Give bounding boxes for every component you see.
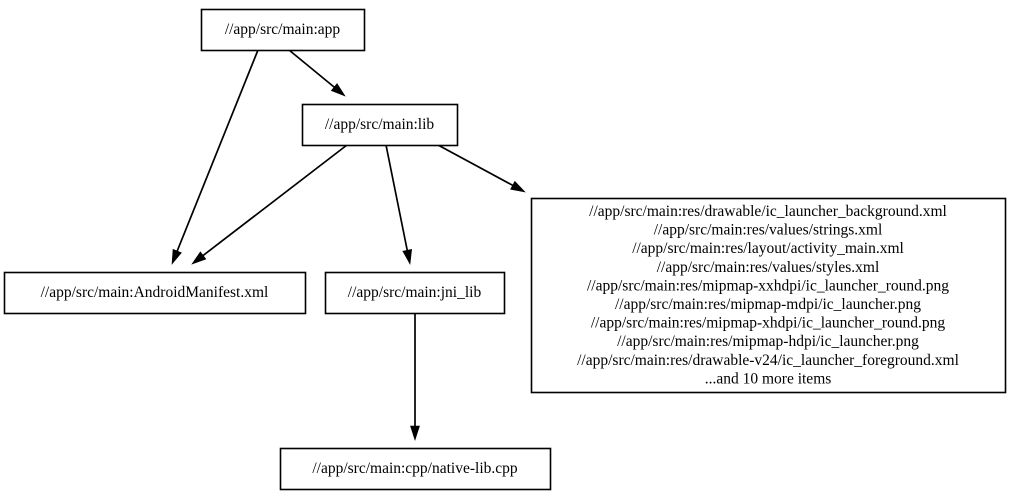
node-jni-lib[interactable]: //app/src/main:jni_lib	[324, 271, 506, 315]
edge-lib-to-androidmanifest-line	[201, 144, 348, 258]
node-resources-group-label-line-6: //app/src/main:res/mipmap-xhdpi/ic_launc…	[591, 315, 946, 332]
edge-lib-to-jni-lib	[385, 144, 412, 265]
node-resources-group-label-line-5: //app/src/main:res/mipmap-mdpi/ic_launch…	[615, 296, 921, 313]
edge-app-to-lib-line	[288, 49, 337, 90]
edge-lib-to-resources	[437, 144, 526, 193]
node-lib-box[interactable]	[301, 103, 459, 147]
node-resources-group-box[interactable]	[530, 197, 1007, 394]
edge-app-to-androidmanifest-arrowhead	[171, 248, 182, 265]
node-resources-group-label-line-4: //app/src/main:res/mipmap-xxhdpi/ic_laun…	[587, 277, 949, 294]
node-resources-group-label-line-8: //app/src/main:res/drawable-v24/ic_launc…	[577, 352, 959, 369]
edges-layer	[171, 49, 526, 441]
node-native-lib-cpp-box[interactable]	[279, 447, 552, 491]
node-resources-group[interactable]: //app/src/main:res/drawable/ic_launcher_…	[530, 197, 1007, 394]
edge-lib-to-jni-lib-line	[385, 144, 409, 253]
node-native-lib-cpp[interactable]: //app/src/main:cpp/native-lib.cpp	[279, 447, 552, 491]
edge-app-to-lib-arrowhead	[330, 83, 346, 97]
node-resources-group-label-line-0: //app/src/main:res/drawable/ic_launcher_…	[589, 203, 947, 220]
edge-app-to-androidmanifest	[171, 49, 259, 265]
edge-jni-lib-to-native-lib-cpp-arrowhead	[410, 425, 420, 441]
edge-lib-to-jni-lib-arrowhead	[402, 249, 412, 265]
node-resources-group-label-line-3: //app/src/main:res/values/styles.xml	[657, 259, 880, 276]
node-app[interactable]: //app/src/main:app	[200, 8, 366, 52]
edge-lib-to-androidmanifest-arrowhead	[191, 251, 207, 265]
node-jni-lib-label-line-0: //app/src/main:jni_lib	[348, 284, 482, 301]
node-lib-label-line-0: //app/src/main:lib	[325, 116, 435, 133]
edge-jni-lib-to-native-lib-cpp	[410, 313, 420, 441]
node-app-label-line-0: //app/src/main:app	[225, 21, 341, 38]
node-jni-lib-box[interactable]	[324, 271, 506, 315]
node-androidmanifest[interactable]: //app/src/main:AndroidManifest.xml	[3, 271, 307, 315]
edge-lib-to-resources-arrowhead	[510, 180, 526, 193]
node-androidmanifest-box[interactable]	[3, 271, 307, 315]
edge-app-to-lib	[288, 49, 346, 97]
node-resources-group-label-line-1: //app/src/main:res/values/strings.xml	[654, 222, 883, 239]
edge-lib-to-androidmanifest	[191, 144, 348, 265]
node-resources-group-label-line-2: //app/src/main:res/layout/activity_main.…	[632, 240, 904, 257]
node-native-lib-cpp-label-line-0: //app/src/main:cpp/native-lib.cpp	[312, 460, 518, 477]
node-lib[interactable]: //app/src/main:lib	[301, 103, 459, 147]
node-resources-group-label-line-9: ...and 10 more items	[705, 370, 832, 387]
edge-lib-to-resources-line	[437, 144, 515, 188]
edge-app-to-androidmanifest-line	[175, 49, 259, 254]
nodes-layer: //app/src/main:app //app/src/main:lib //ap…	[3, 8, 1007, 491]
node-app-box[interactable]	[200, 8, 366, 52]
node-resources-group-label-line-7: //app/src/main:res/mipmap-hdpi/ic_launch…	[617, 333, 919, 350]
node-androidmanifest-label-line-0: //app/src/main:AndroidManifest.xml	[41, 284, 269, 301]
